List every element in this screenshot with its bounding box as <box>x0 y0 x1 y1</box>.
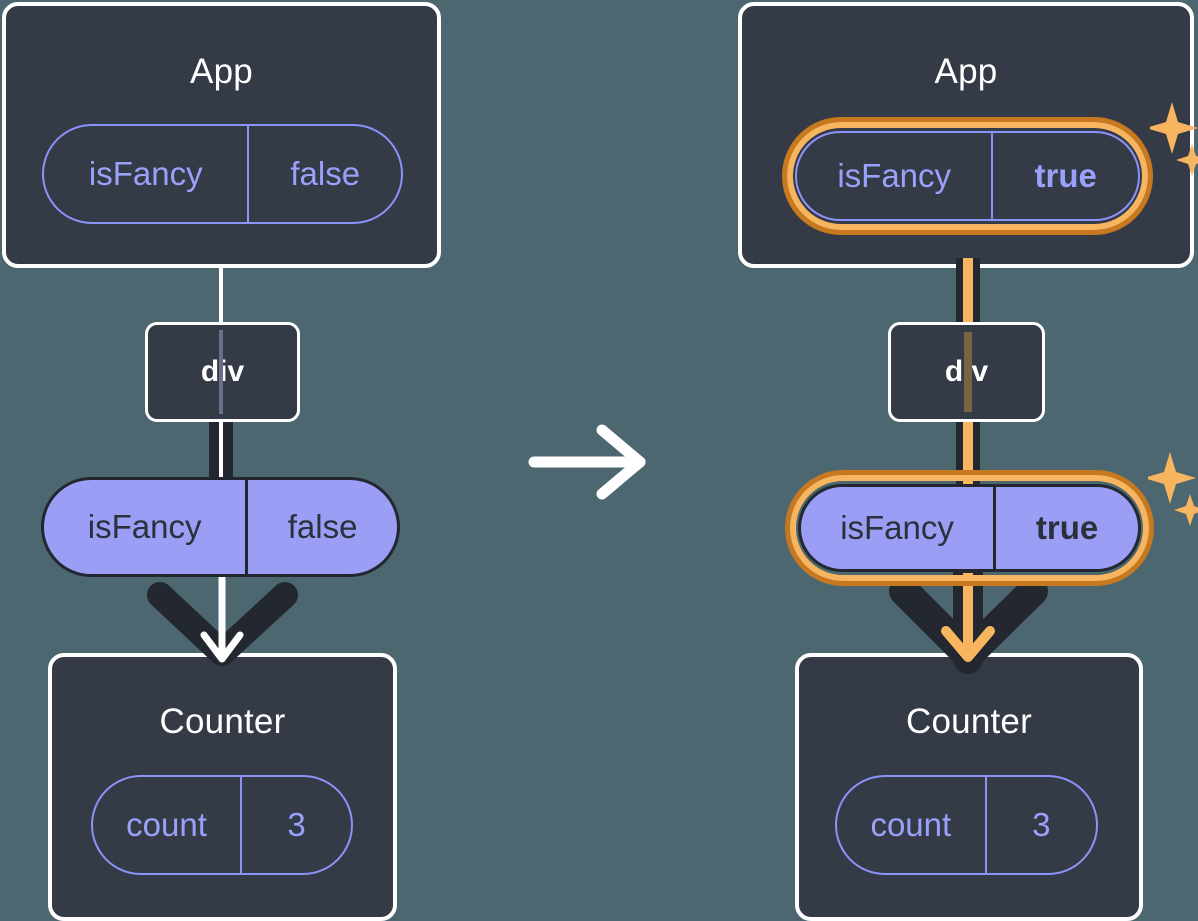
connector-div-to-prop-core <box>963 420 973 488</box>
right-arrow-icon <box>528 424 646 500</box>
app-title: App <box>934 52 998 91</box>
app-state-value: true <box>991 133 1138 219</box>
app-state-key: isFancy <box>88 155 203 192</box>
app-state-value: false <box>247 126 401 222</box>
counter-title: Counter <box>906 702 1032 741</box>
prop-pill: isFancy true <box>798 484 1141 572</box>
prop-key: isFancy <box>840 509 954 546</box>
panel-after: App isFancy true div isFancy true <box>730 0 1198 921</box>
counter-state-key: count <box>126 806 207 843</box>
connector-app-to-div-core <box>963 258 973 326</box>
prop-value: false <box>245 480 397 574</box>
connector-through-div <box>964 332 972 412</box>
counter-title: Counter <box>159 702 286 741</box>
app-state-pill: isFancy false <box>42 124 403 224</box>
prop-flow-arrow <box>147 573 298 666</box>
counter-state-pill: count 3 <box>91 775 353 875</box>
connector-div-to-prop-core <box>219 420 223 488</box>
sparkle-icon <box>1150 102 1198 176</box>
prop-flow-arrow <box>889 558 1048 674</box>
counter-state-pill: count 3 <box>835 775 1098 875</box>
prop-pill: isFancy false <box>41 477 400 577</box>
prop-key: isFancy <box>87 508 202 545</box>
prop-value: true <box>993 487 1138 569</box>
counter-state-value: 3 <box>984 777 1096 873</box>
sparkle-icon <box>1148 452 1198 526</box>
counter-state-key: count <box>870 806 952 843</box>
app-title: App <box>190 52 253 91</box>
app-state-key: isFancy <box>837 157 952 194</box>
connector-app-to-div <box>219 258 223 326</box>
panel-before: App isFancy false div isFancy false <box>0 0 450 921</box>
connector-through-div <box>219 330 223 414</box>
counter-state-value: 3 <box>240 777 351 873</box>
app-state-pill: isFancy true <box>795 131 1140 221</box>
